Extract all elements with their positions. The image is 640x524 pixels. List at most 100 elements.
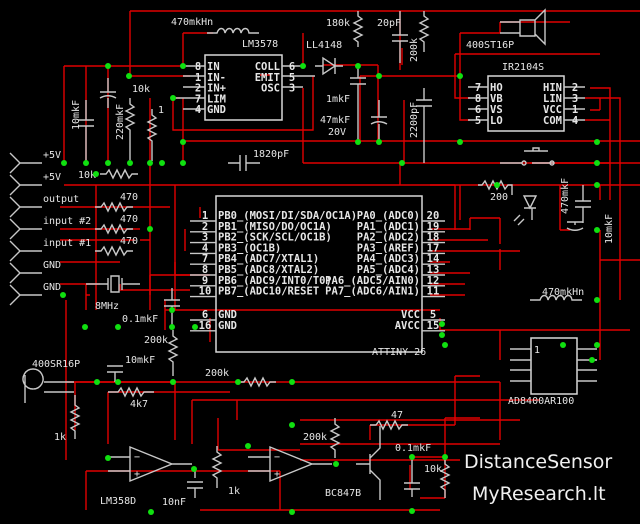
connector-label: GND bbox=[43, 260, 61, 271]
minus-sign: − bbox=[274, 452, 280, 463]
pin-number: 6 bbox=[202, 309, 208, 321]
pin-number: 10 bbox=[199, 286, 212, 298]
switch-contact bbox=[549, 160, 555, 166]
cap-1mkf bbox=[350, 66, 366, 142]
connector-icon[interactable] bbox=[9, 262, 42, 284]
pin-number: 20 bbox=[427, 210, 440, 222]
label: 4k7 bbox=[130, 399, 148, 410]
pin-name: LO bbox=[490, 115, 503, 127]
pin-name: PA7_(ADC6/AIN1) bbox=[325, 286, 420, 298]
connector-label: +5V bbox=[43, 172, 61, 183]
label: 1 bbox=[158, 105, 164, 116]
resistor-470-input1 bbox=[95, 245, 133, 257]
resistor-470-input2 bbox=[95, 223, 133, 235]
junction-dot bbox=[594, 139, 600, 145]
connector-icon[interactable] bbox=[9, 218, 42, 240]
junction-dot bbox=[60, 292, 66, 298]
label: 10mkF bbox=[71, 100, 82, 130]
pin-name: GND bbox=[218, 309, 237, 321]
pin-name: PA0_(ADC0) bbox=[357, 210, 420, 222]
cap-10mkf-left bbox=[78, 100, 94, 163]
pin-name: LIN bbox=[543, 93, 562, 105]
junction-dot bbox=[289, 509, 295, 515]
pin-name: COM bbox=[543, 115, 562, 127]
junction-dot bbox=[399, 160, 405, 166]
ir2104-name: IR2104S bbox=[502, 62, 544, 73]
pin-number: 17 bbox=[427, 242, 440, 254]
led bbox=[522, 195, 538, 220]
junction-dot bbox=[376, 139, 382, 145]
junction-dot bbox=[127, 160, 133, 166]
pin-name: VCC bbox=[543, 104, 562, 116]
pin-name: IN- bbox=[207, 72, 226, 84]
junction-dot bbox=[439, 321, 445, 327]
pin-name: PA6_(ADC5/AIN0) bbox=[325, 275, 420, 287]
labels: 470mkHn LL4148 180k 20pF 1mkF 47mkF 20V … bbox=[32, 17, 615, 508]
label: 10k bbox=[424, 464, 442, 475]
pin-name: LIM bbox=[207, 93, 226, 105]
junction-dot bbox=[594, 182, 600, 188]
pin-name: PA3_(AREF) bbox=[357, 242, 420, 254]
junction-dot bbox=[376, 73, 382, 79]
junction-dot bbox=[105, 63, 111, 69]
pin-number: 15 bbox=[427, 320, 440, 332]
pin-name: IN+ bbox=[207, 83, 226, 95]
resistor-470-output bbox=[95, 201, 133, 213]
pin-name: VS bbox=[490, 104, 503, 116]
pin-number: 9 bbox=[202, 275, 208, 287]
opamp-1 bbox=[108, 445, 192, 483]
resistor-1k-a bbox=[69, 395, 81, 439]
junction-dot bbox=[355, 139, 361, 145]
pin-number: 19 bbox=[427, 221, 440, 233]
pin-number: 8 bbox=[202, 264, 208, 276]
junction-dot bbox=[180, 63, 186, 69]
label: 1k bbox=[228, 486, 240, 497]
label: 1820pF bbox=[253, 149, 289, 160]
pin-name: OSC bbox=[261, 83, 280, 95]
diode-ll4148 bbox=[315, 56, 343, 76]
pin-number: 3 bbox=[202, 232, 208, 244]
pin-number: 3 bbox=[572, 93, 578, 105]
connector-icon[interactable] bbox=[9, 240, 42, 262]
label: 200k bbox=[205, 368, 229, 379]
pin-number: 1 bbox=[572, 104, 578, 116]
label: LL4148 bbox=[306, 40, 342, 51]
attiny-name: ATTINY-26 bbox=[372, 347, 426, 358]
pin-name: VCC bbox=[401, 309, 420, 321]
label: BC847B bbox=[325, 488, 361, 499]
connector-icon[interactable] bbox=[9, 152, 42, 174]
label: 200 bbox=[490, 192, 508, 203]
junction-dot bbox=[147, 226, 153, 232]
switch-contact bbox=[521, 160, 527, 166]
pin-name: PB0_(MOSI/DI/SDA/OC1A) bbox=[218, 210, 357, 222]
minus-sign: − bbox=[134, 452, 140, 463]
connector-icon[interactable] bbox=[9, 284, 42, 306]
junction-dot bbox=[289, 422, 295, 428]
pin-number: 5 bbox=[289, 72, 295, 84]
label: 1k bbox=[54, 432, 66, 443]
ad8400-chip: 1 AD8400AR100 bbox=[508, 337, 597, 407]
label: 47mkF bbox=[320, 115, 350, 126]
pin-name: GND bbox=[218, 320, 237, 332]
speaker-icon bbox=[500, 8, 546, 46]
pin-number: 8 bbox=[195, 61, 201, 73]
lm3578-name: LM3578 bbox=[242, 39, 278, 50]
label: 470mkF bbox=[560, 178, 571, 214]
label: 470 bbox=[120, 214, 138, 225]
pin-number: 6 bbox=[475, 104, 481, 116]
connector-icon[interactable] bbox=[9, 174, 42, 196]
pin-number: 4 bbox=[572, 115, 578, 127]
junction-dot bbox=[169, 324, 175, 330]
pin-number: 7 bbox=[195, 93, 201, 105]
connector-icon[interactable] bbox=[9, 196, 42, 218]
junction-dot bbox=[126, 73, 132, 79]
pin-number: 4 bbox=[195, 104, 201, 116]
label: 20V bbox=[328, 127, 346, 138]
label: 10k bbox=[78, 170, 96, 181]
pin-name: HIN bbox=[543, 82, 562, 94]
label: 470 bbox=[120, 192, 138, 203]
